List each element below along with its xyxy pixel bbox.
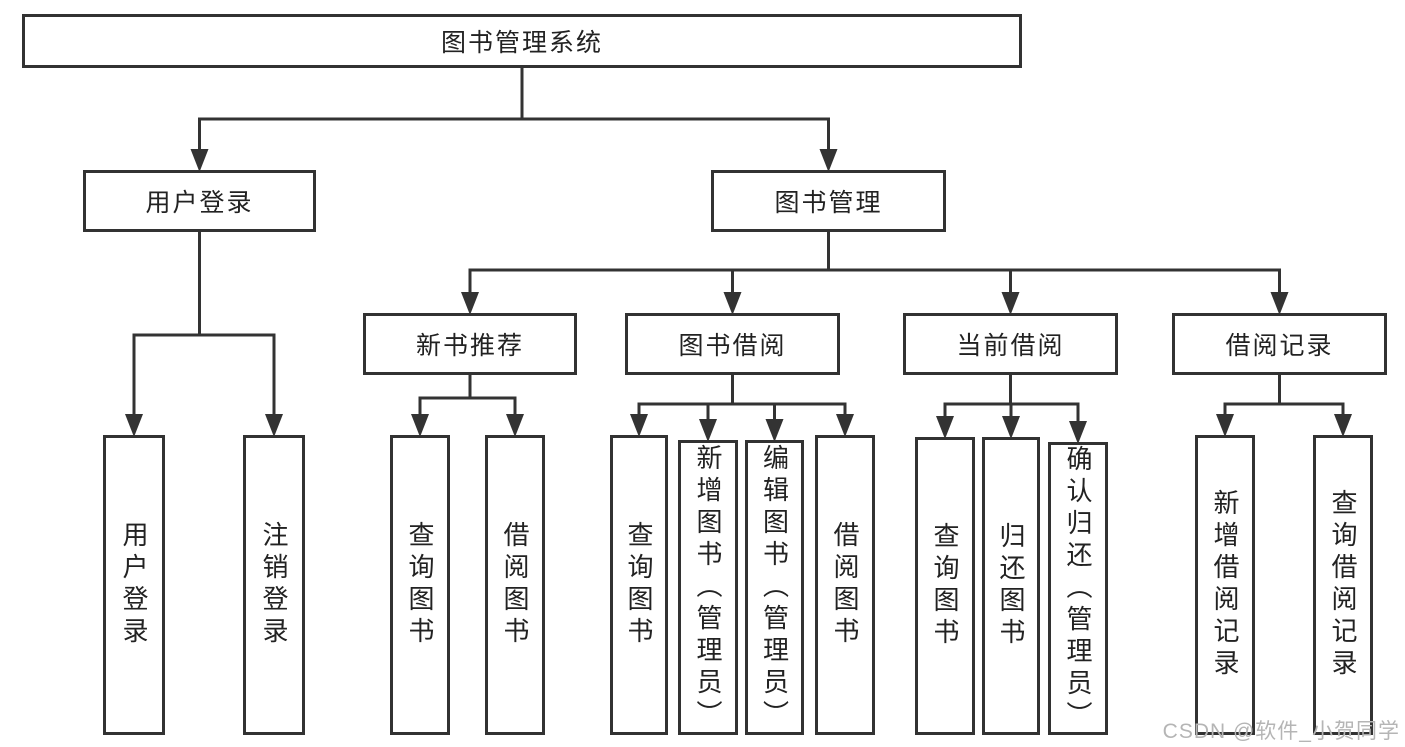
node-new-book-rec: 新书推荐 bbox=[363, 313, 577, 375]
node-bb-query-book: 查询图书 bbox=[610, 435, 668, 735]
node-bb-add-book: 新增图书（管理员） bbox=[678, 440, 738, 735]
node-label: 新增图书（管理员） bbox=[693, 443, 723, 732]
node-label: 确认归还（管理员） bbox=[1063, 444, 1093, 733]
node-label: 图书管理系统 bbox=[440, 29, 603, 57]
node-book-mgmt: 图书管理 bbox=[711, 170, 946, 232]
node-bb-edit-book: 编辑图书（管理员） bbox=[745, 440, 804, 735]
node-label: 新增借阅记录 bbox=[1210, 489, 1240, 681]
node-label: 查询图书 bbox=[930, 522, 960, 650]
node-label: 用户登录 bbox=[145, 189, 254, 217]
watermark: CSDN @软件_小贺同学 bbox=[1162, 720, 1400, 743]
node-cb-return-book: 归还图书 bbox=[982, 437, 1040, 735]
node-br-add-record: 新增借阅记录 bbox=[1195, 435, 1255, 735]
node-label: 借阅图书 bbox=[500, 521, 530, 649]
node-label: 查询借阅记录 bbox=[1328, 489, 1358, 681]
node-book-borrow: 图书借阅 bbox=[625, 313, 840, 375]
node-current-borrow: 当前借阅 bbox=[903, 313, 1118, 375]
node-login: 用户登录 bbox=[103, 435, 165, 735]
node-label: 新书推荐 bbox=[415, 332, 524, 360]
node-rec-borrow-book: 借阅图书 bbox=[485, 435, 545, 735]
node-label: 借阅图书 bbox=[830, 521, 860, 649]
node-logout: 注销登录 bbox=[243, 435, 305, 735]
node-label: 归还图书 bbox=[996, 522, 1026, 650]
node-label: 注销登录 bbox=[259, 521, 289, 649]
node-label: 用户登录 bbox=[119, 521, 149, 649]
node-bb-borrow-book: 借阅图书 bbox=[815, 435, 875, 735]
node-rec-query-book: 查询图书 bbox=[390, 435, 450, 735]
node-user-login: 用户登录 bbox=[83, 170, 316, 232]
node-label: 编辑图书（管理员） bbox=[759, 443, 790, 732]
node-label: 借阅记录 bbox=[1225, 332, 1334, 360]
node-br-query-record: 查询借阅记录 bbox=[1313, 435, 1373, 735]
node-label: 查询图书 bbox=[624, 521, 654, 649]
node-label: 查询图书 bbox=[405, 521, 435, 649]
node-borrow-records: 借阅记录 bbox=[1172, 313, 1387, 375]
node-cb-confirm-return: 确认归还（管理员） bbox=[1048, 442, 1108, 735]
node-cb-query-book: 查询图书 bbox=[915, 437, 975, 735]
node-label: 当前借阅 bbox=[956, 332, 1065, 360]
node-root: 图书管理系统 bbox=[22, 14, 1022, 68]
node-label: 图书管理 bbox=[774, 189, 883, 217]
node-label: 图书借阅 bbox=[678, 332, 787, 360]
